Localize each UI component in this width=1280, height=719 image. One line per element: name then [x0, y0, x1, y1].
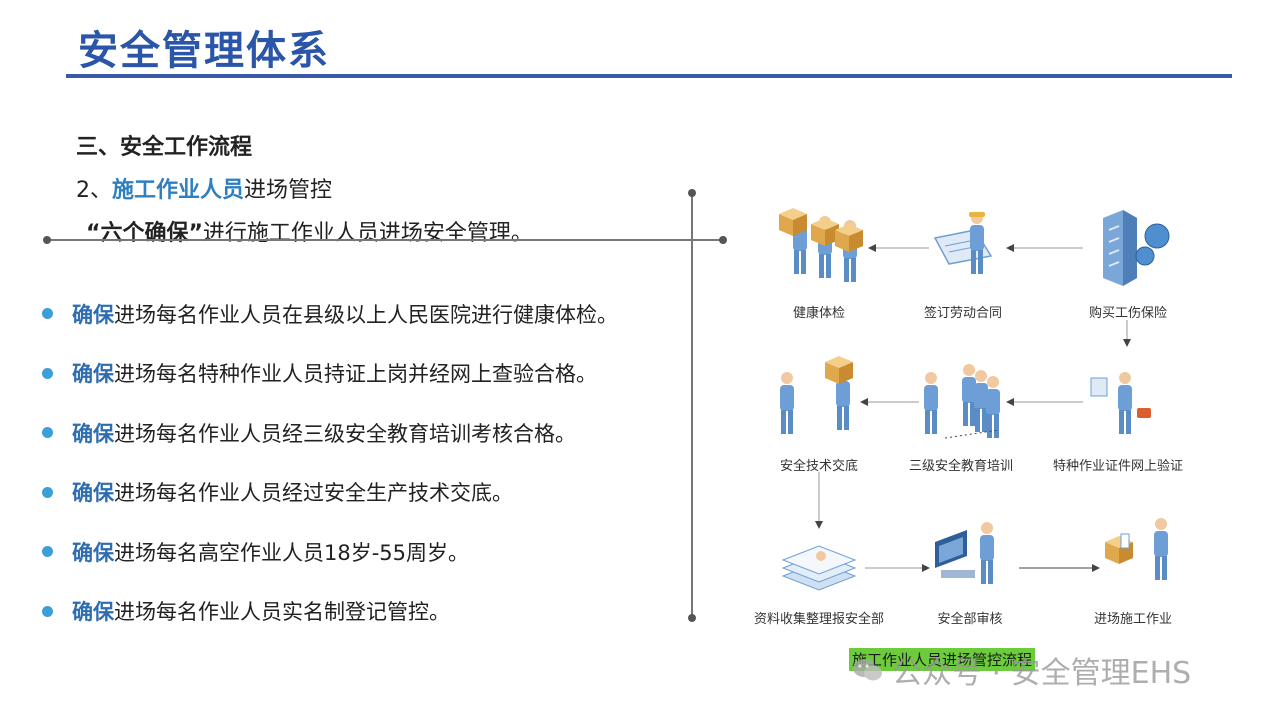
intro-rest: 进行施工作业人员进场安全管理。: [202, 221, 533, 246]
worker-entering-site-icon: [1105, 518, 1168, 580]
intro-quoted: “六个确保”: [86, 221, 203, 246]
bullet-text: 进场每名作业人员经三级安全教育培训考核合格。: [114, 421, 576, 446]
divider-dot-left: [43, 236, 51, 244]
flow-step-label: 进场施工作业: [1093, 612, 1173, 627]
flow-step-label: 资料收集整理报安全部: [753, 612, 885, 627]
bullet-keyword: 确保: [72, 600, 114, 625]
bullet-dot-icon: [42, 605, 53, 617]
list-item: 确保进场每名作业人员经三级安全教育培训考核合格。: [42, 403, 618, 463]
bullet-dot-icon: [42, 367, 53, 379]
worker-briefing-icon: [780, 356, 853, 434]
office-building-globe-icon: [1103, 210, 1170, 286]
document-stack-icon: [781, 545, 857, 591]
flow-step-label: 购买工伤保险: [1088, 306, 1168, 321]
bullet-text: 进场每名高空作业人员18岁-55周岁。: [114, 540, 470, 565]
bullet-dot-icon: [42, 427, 53, 439]
flow-step-label: 安全技术交底: [779, 459, 859, 474]
bullet-keyword: 确保: [72, 421, 114, 446]
worker-group-training-icon: [924, 364, 1000, 439]
section-heading: 三、安全工作流程: [76, 135, 253, 160]
subheading-suffix: 进场管控: [244, 178, 333, 203]
horizontal-divider: [47, 239, 723, 241]
flow-step-label: 特种作业证件网上验证: [1052, 459, 1184, 474]
vertical-divider: [691, 193, 693, 619]
flow-caption: 施工作业人员进场管控流程: [849, 648, 1036, 671]
bullet-text: 进场每名作业人员在县级以上人民医院进行健康体检。: [114, 302, 618, 327]
subheading: 2、施工作业人员进场管控: [76, 172, 332, 204]
page-title: 安全管理体系: [78, 28, 330, 74]
bullet-keyword: 确保: [72, 302, 114, 327]
bullet-text: 进场每名特种作业人员持证上岗并经网上查验合格。: [114, 362, 597, 387]
worker-signing-contract-icon: [933, 212, 993, 274]
bullet-keyword: 确保: [72, 540, 114, 565]
list-item: 确保进场每名作业人员在县级以上人民医院进行健康体检。: [42, 284, 618, 344]
divider-dot-top: [688, 189, 696, 197]
bullet-dot-icon: [42, 486, 53, 498]
flow-diagram: 健康体检 签订劳动合同 购买工伤保险 安全技术交底 三级安全教育培训 特种作业证…: [735, 190, 1205, 634]
bullet-keyword: 确保: [72, 481, 114, 506]
list-item: 确保进场每名作业人员实名制登记管控。: [42, 582, 618, 642]
worker-id-check-icon: [1090, 372, 1151, 434]
title-underline: [66, 74, 1232, 78]
divider-dot-bottom: [688, 614, 696, 622]
flow-diagram-svg: [779, 208, 1170, 591]
watermark: 公众号 · 安全管理EHS: [852, 648, 1191, 692]
intro-line: “六个确保”进行施工作业人员进场安全管理。: [86, 215, 533, 247]
requirement-list: 确保进场每名作业人员在县级以上人民医院进行健康体检。 确保进场每名特种作业人员持…: [42, 284, 618, 641]
list-item: 确保进场每名高空作业人员18岁-55周岁。: [42, 522, 618, 582]
flow-step-label: 健康体检: [792, 306, 846, 321]
list-item: 确保进场每名作业人员经过安全生产技术交底。: [42, 463, 618, 523]
computer-review-icon: [935, 522, 994, 584]
wechat-icon: [853, 659, 882, 681]
watermark-text: 公众号 · 安全管理EHS: [892, 656, 1192, 691]
subheading-highlight: 施工作业人员: [112, 178, 245, 203]
bullet-text: 进场每名作业人员实名制登记管控。: [114, 600, 450, 625]
bullet-dot-icon: [42, 546, 53, 558]
list-item: 确保进场每名特种作业人员持证上岗并经网上查验合格。: [42, 344, 618, 404]
bullet-text: 进场每名作业人员经过安全生产技术交底。: [114, 481, 513, 506]
subheading-prefix: 2、: [76, 178, 112, 203]
flow-step-label: 三级安全教育培训: [908, 459, 1014, 474]
bullet-dot-icon: [42, 308, 53, 320]
divider-dot-right: [719, 236, 727, 244]
flow-step-label: 安全部审核: [937, 612, 1003, 627]
workers-with-boxes-icon: [779, 208, 863, 282]
bullet-keyword: 确保: [72, 362, 114, 387]
flow-step-label: 签订劳动合同: [923, 306, 1003, 321]
